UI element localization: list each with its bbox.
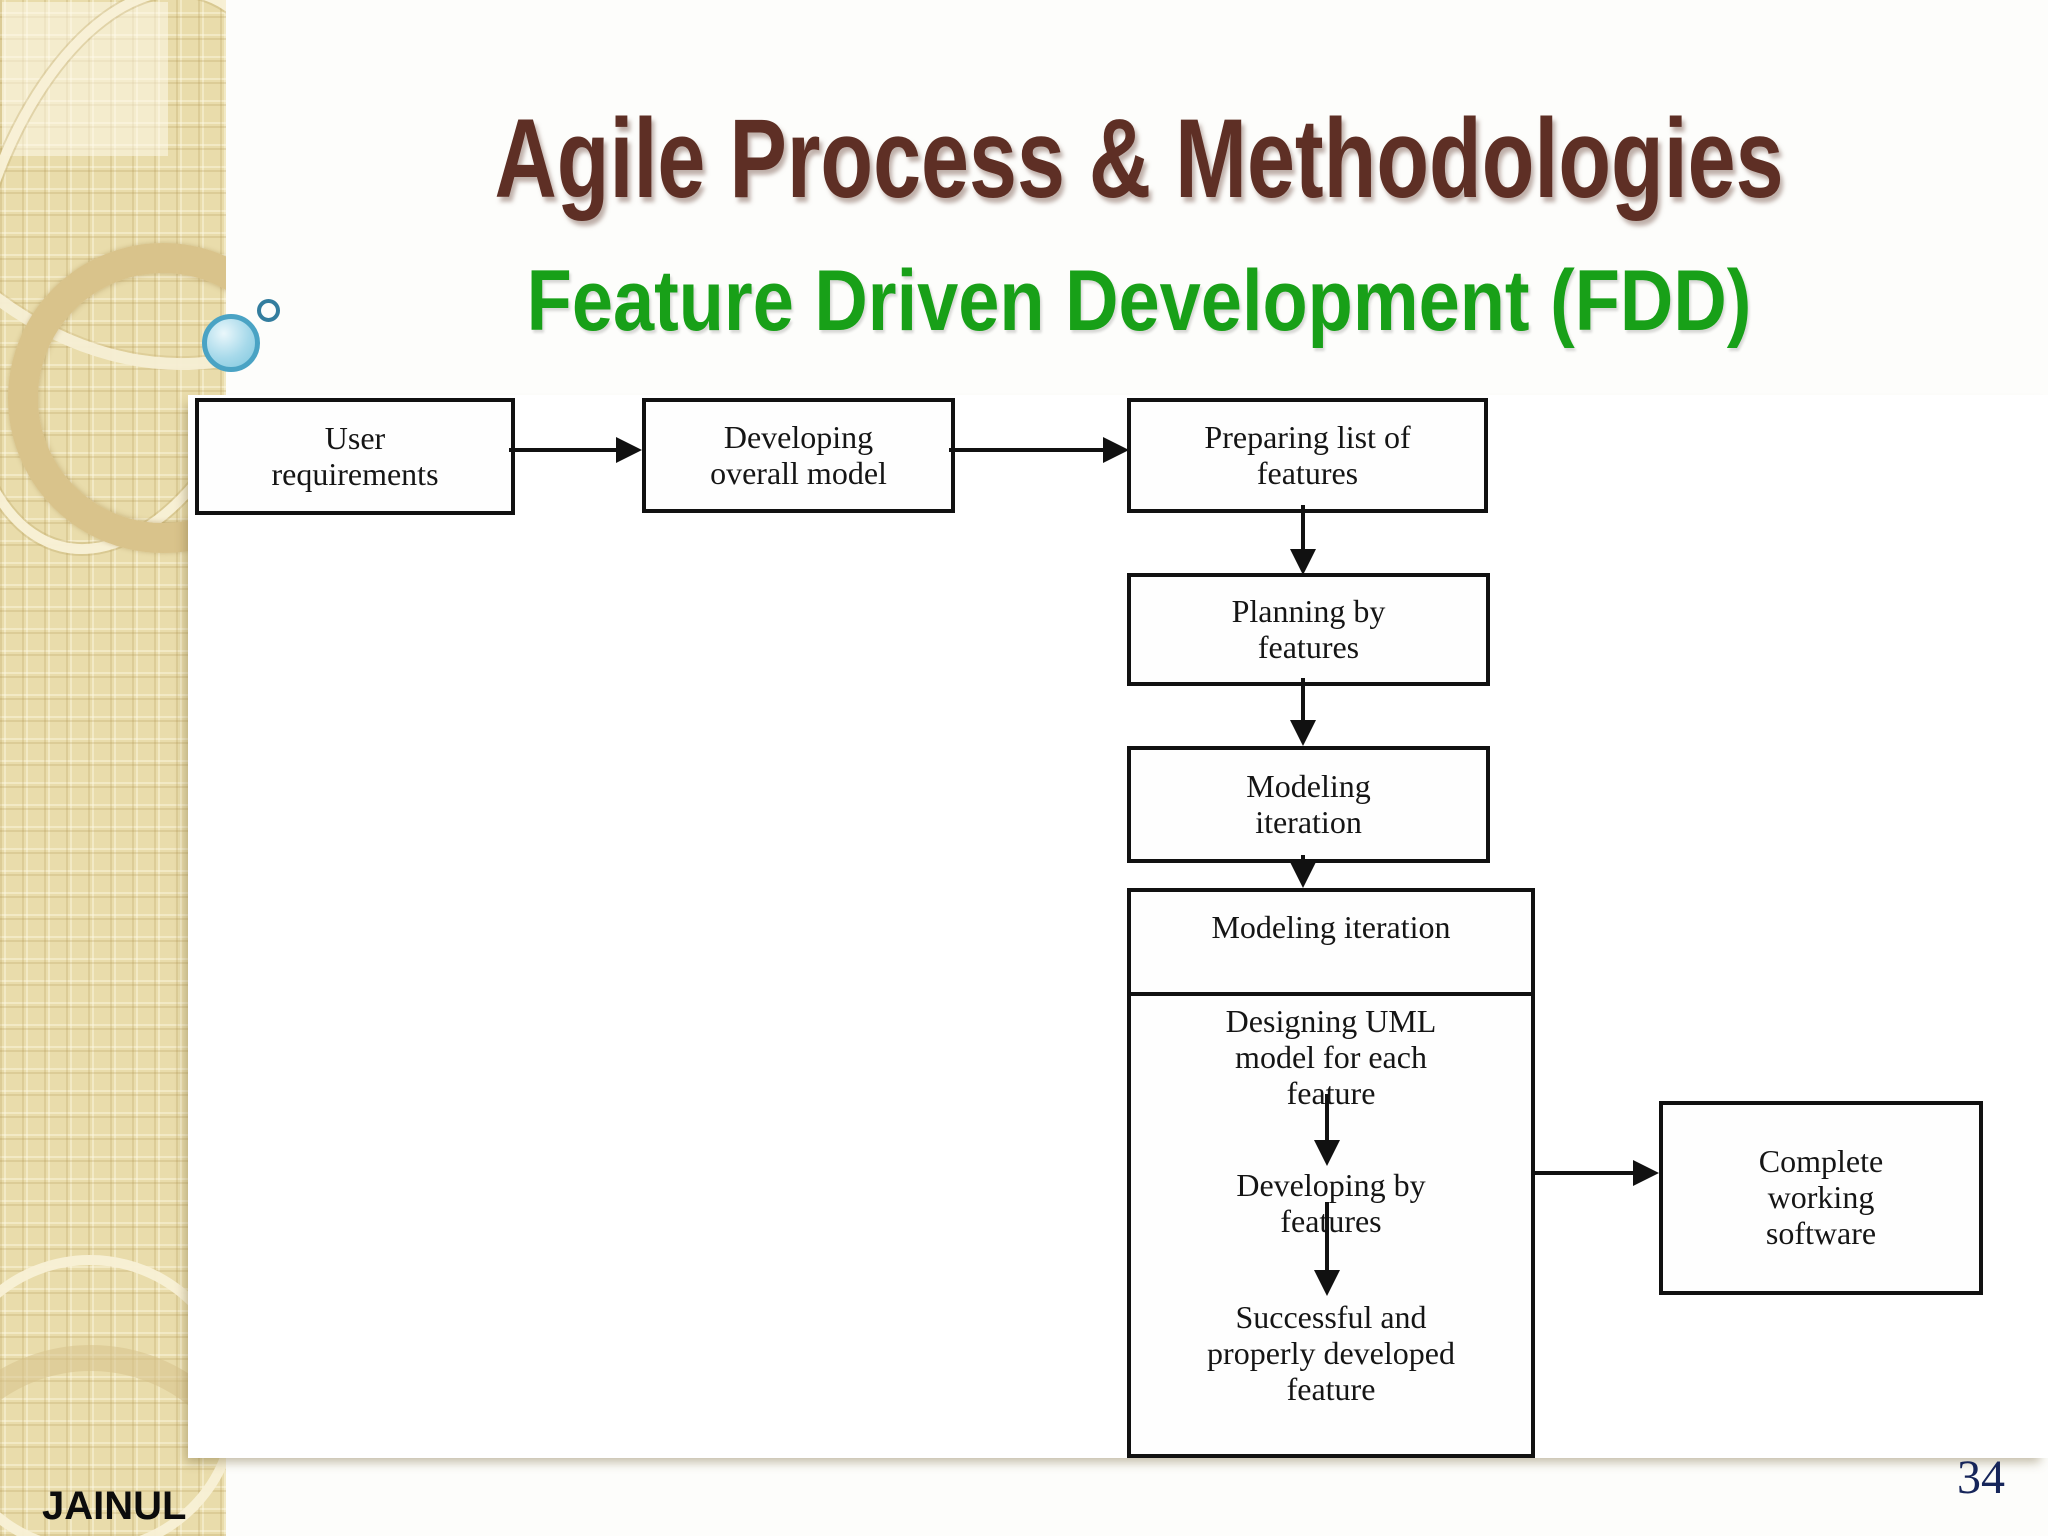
node-planning-by-features: Planning by features <box>1127 573 1490 686</box>
node-developing-overall-model: Developing overall model <box>642 398 955 513</box>
slide-title: Agile Process & Methodologies <box>494 96 1784 221</box>
node-designing-uml-model-label: Designing UML model for each feature <box>1225 1003 1437 1111</box>
footer-author: JAINUL <box>42 1484 187 1528</box>
modeling-iteration-group-title: Modeling iteration <box>1211 909 1451 945</box>
slide-subtitle-row: Feature Driven Development (FDD) <box>230 253 2048 349</box>
slide-subtitle: Feature Driven Development (FDD) <box>526 253 1752 349</box>
node-developing-by-features-label: Developing by features <box>1236 1167 1426 1239</box>
page-number: 34 <box>1957 1451 2005 1504</box>
node-user-requirements-label: User requirements <box>271 419 439 492</box>
slide-title-row: Agile Process & Methodologies <box>230 100 2048 218</box>
sidebar-bottom-arc-thin <box>0 1255 226 1536</box>
node-planning-by-features-label: Planning by features <box>1231 592 1386 665</box>
modeling-iteration-group-header: Modeling iteration <box>1131 892 1531 996</box>
sidebar-light-rectangle <box>2 2 168 156</box>
blue-bubble-outline-icon <box>257 299 280 322</box>
node-complete-working-software: Complete working software <box>1659 1101 1983 1295</box>
node-complete-working-software-label: Complete working software <box>1758 1143 1884 1251</box>
node-modeling-iteration-label: Modeling iteration <box>1246 767 1371 840</box>
node-modeling-iteration: Modeling iteration <box>1127 746 1490 863</box>
flowchart-panel <box>188 395 2048 1458</box>
node-developing-overall-model-label: Developing overall model <box>710 418 887 491</box>
node-successful-feature-label: Successful and properly developed featur… <box>1207 1299 1455 1407</box>
node-modeling-iteration-group: Modeling iteration Designing UML model f… <box>1127 888 1535 1458</box>
node-successful-feature: Successful and properly developed featur… <box>1131 1299 1531 1407</box>
node-preparing-list-of-features: Preparing list of features <box>1127 398 1488 513</box>
node-developing-by-features: Developing by features <box>1131 1167 1531 1240</box>
node-user-requirements: User requirements <box>195 398 515 515</box>
node-preparing-list-of-features-label: Preparing list of features <box>1204 418 1411 491</box>
node-designing-uml-model: Designing UML model for each feature <box>1131 1003 1531 1111</box>
blue-bubble-icon <box>202 314 260 372</box>
